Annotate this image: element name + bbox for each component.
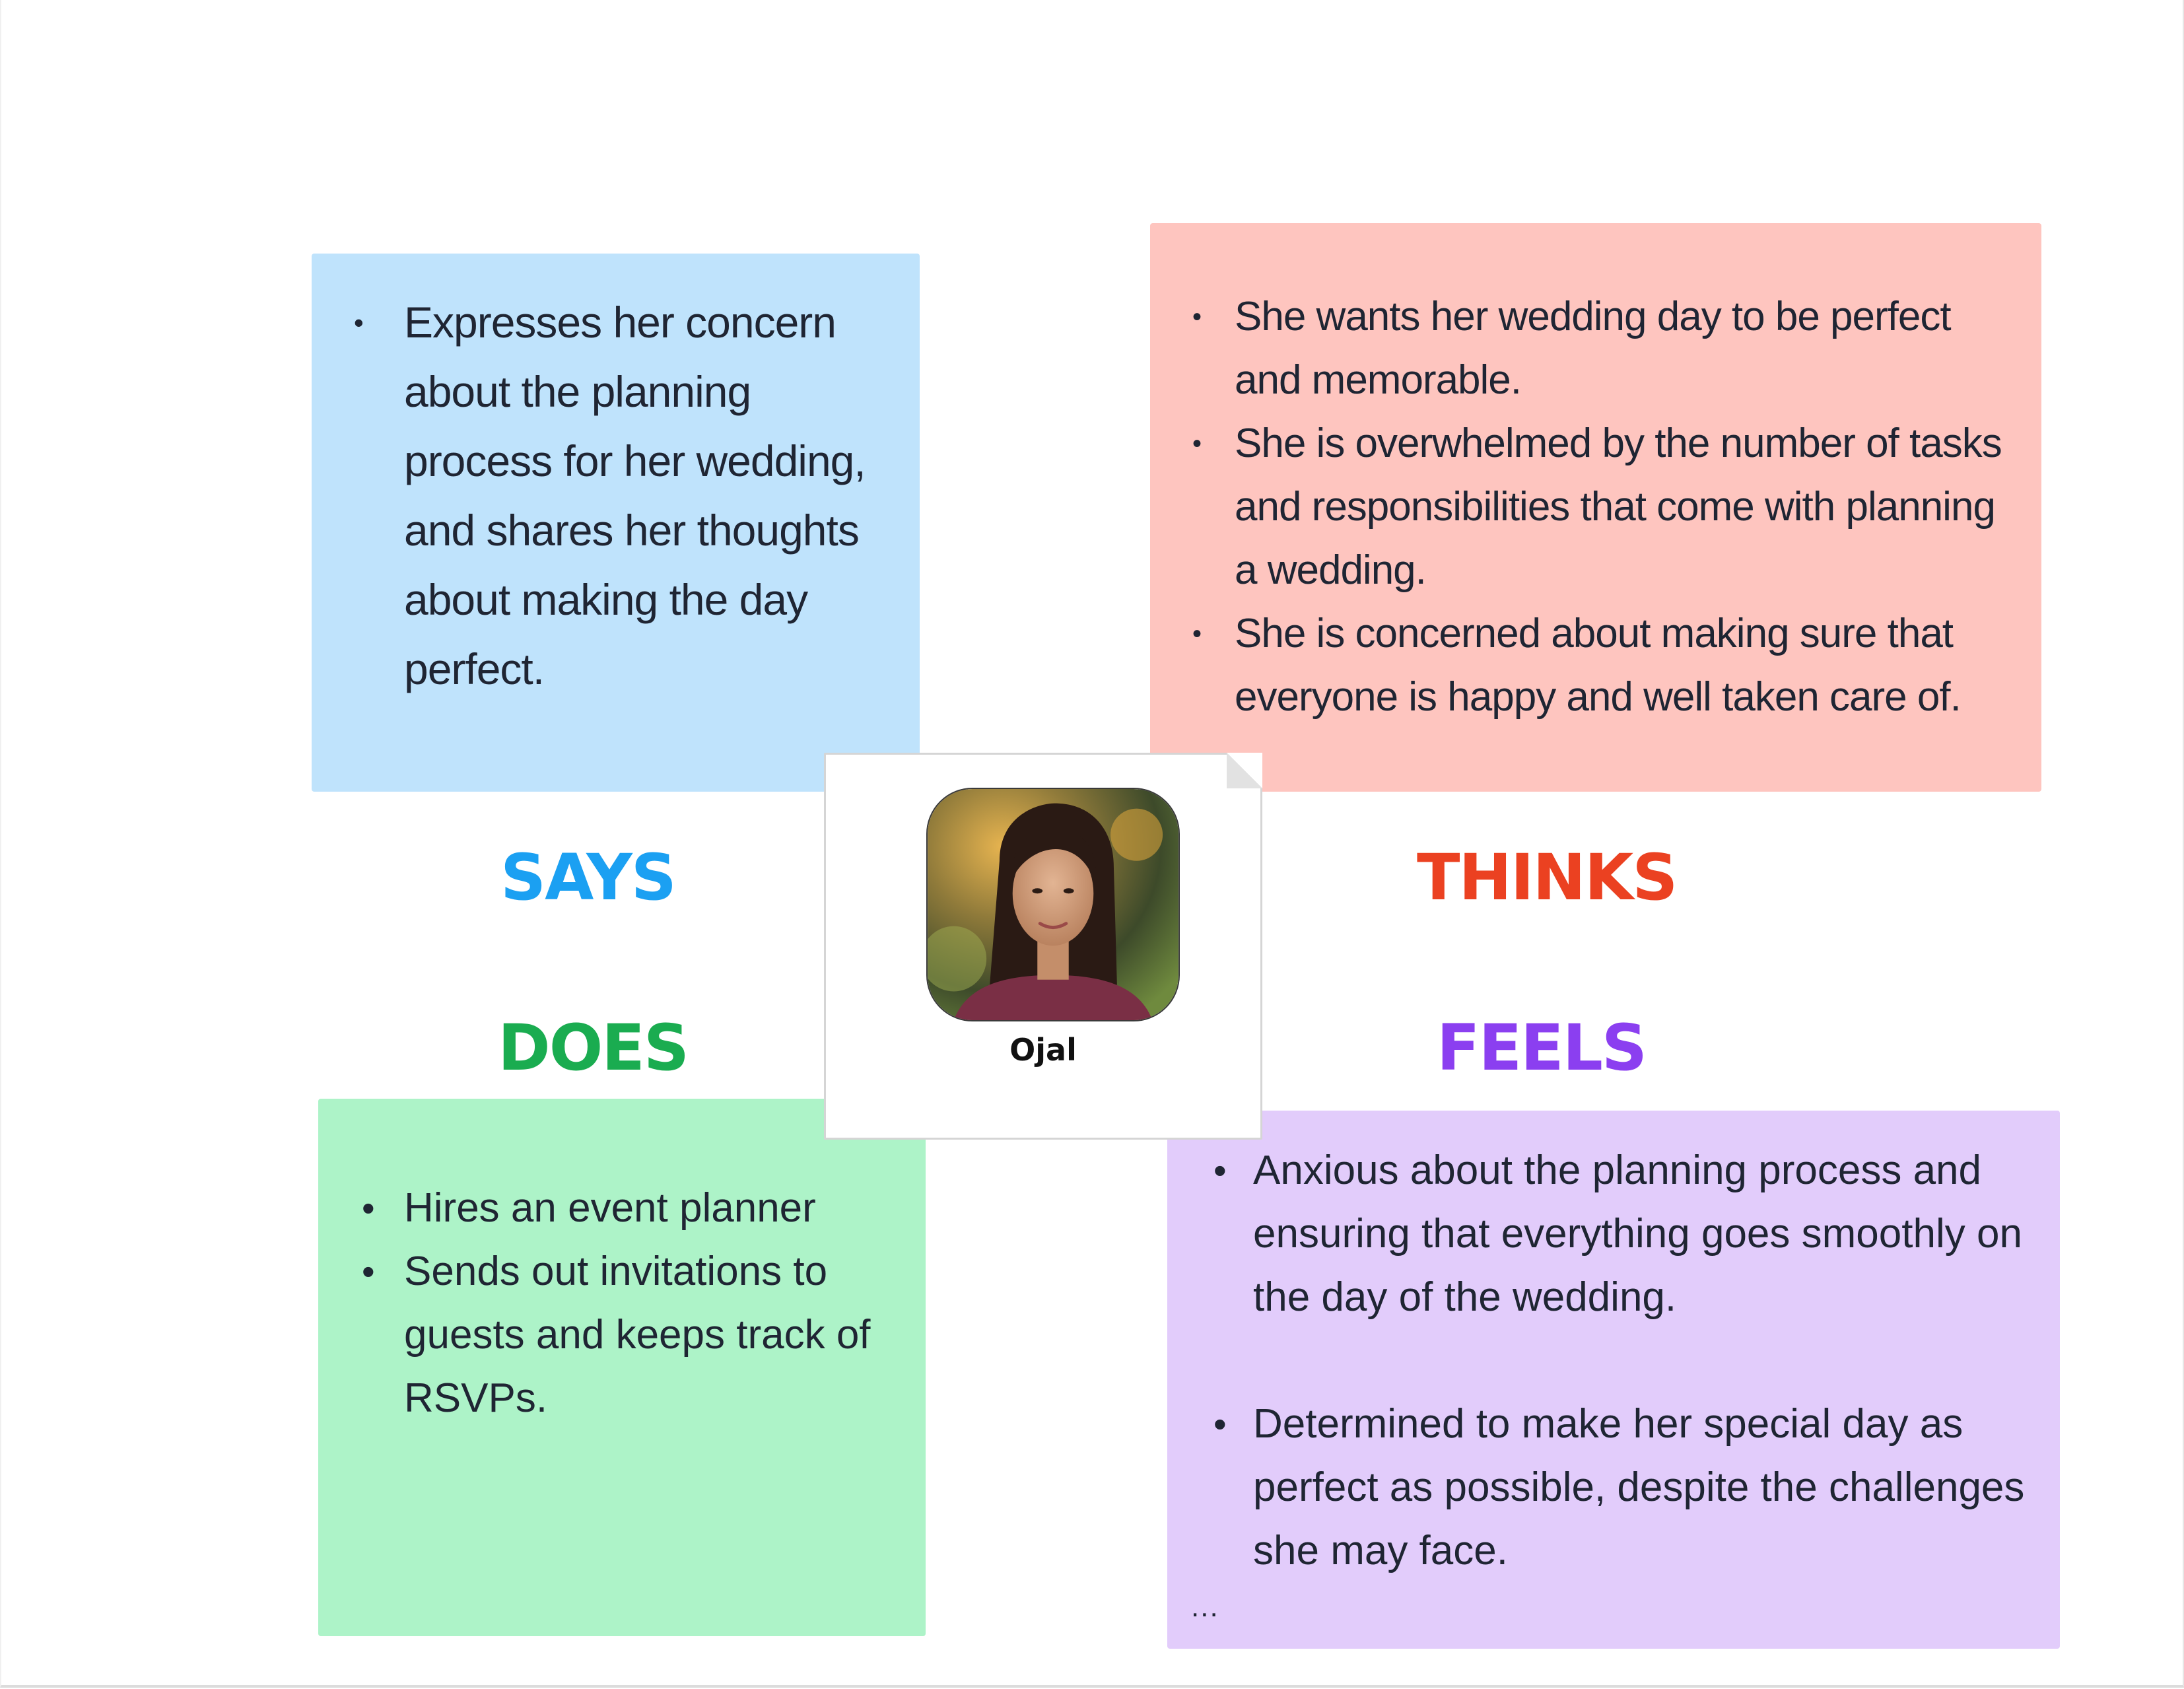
list-item: Expresses her concern about the planning… xyxy=(354,288,880,704)
says-sticky-note[interactable]: Expresses her concern about the planning… xyxy=(312,254,920,792)
overflow-ellipsis[interactable]: ... xyxy=(1191,1591,1219,1623)
says-label: SAYS xyxy=(500,841,677,914)
thinks-sticky-note[interactable]: She wants her wedding day to be perfect … xyxy=(1150,223,2041,792)
feels-sticky-note[interactable]: Anxious about the planning process and e… xyxy=(1167,1111,2060,1649)
feels-label: FEELS xyxy=(1437,1011,1647,1085)
list-item: She is overwhelmed by the number of task… xyxy=(1192,412,2015,602)
persona-card[interactable]: Ojal xyxy=(824,753,1262,1140)
feels-list: Anxious about the planning process and e… xyxy=(1213,1139,2033,1583)
page-fold-corner xyxy=(1227,753,1262,788)
does-list: Hires an event planner Sends out invitat… xyxy=(362,1177,899,1430)
list-item: She wants her wedding day to be perfect … xyxy=(1192,285,2015,412)
does-sticky-note[interactable]: Hires an event planner Sends out invitat… xyxy=(318,1099,926,1636)
list-item: Sends out invitations to guests and keep… xyxy=(362,1240,899,1430)
person-photo-icon xyxy=(926,788,1180,1021)
persona-name: Ojal xyxy=(1009,1032,1077,1068)
thinks-label: THINKS xyxy=(1417,841,1678,914)
does-label: DOES xyxy=(498,1011,689,1085)
thinks-list: She wants her wedding day to be perfect … xyxy=(1192,285,2015,729)
list-item: Hires an event planner xyxy=(362,1177,899,1240)
list-item: Anxious about the planning process and e… xyxy=(1213,1139,2033,1329)
list-item: Determined to make her special day as pe… xyxy=(1213,1393,2033,1583)
list-item: She is concerned about making sure that … xyxy=(1192,602,2015,729)
says-list: Expresses her concern about the planning… xyxy=(354,288,880,704)
